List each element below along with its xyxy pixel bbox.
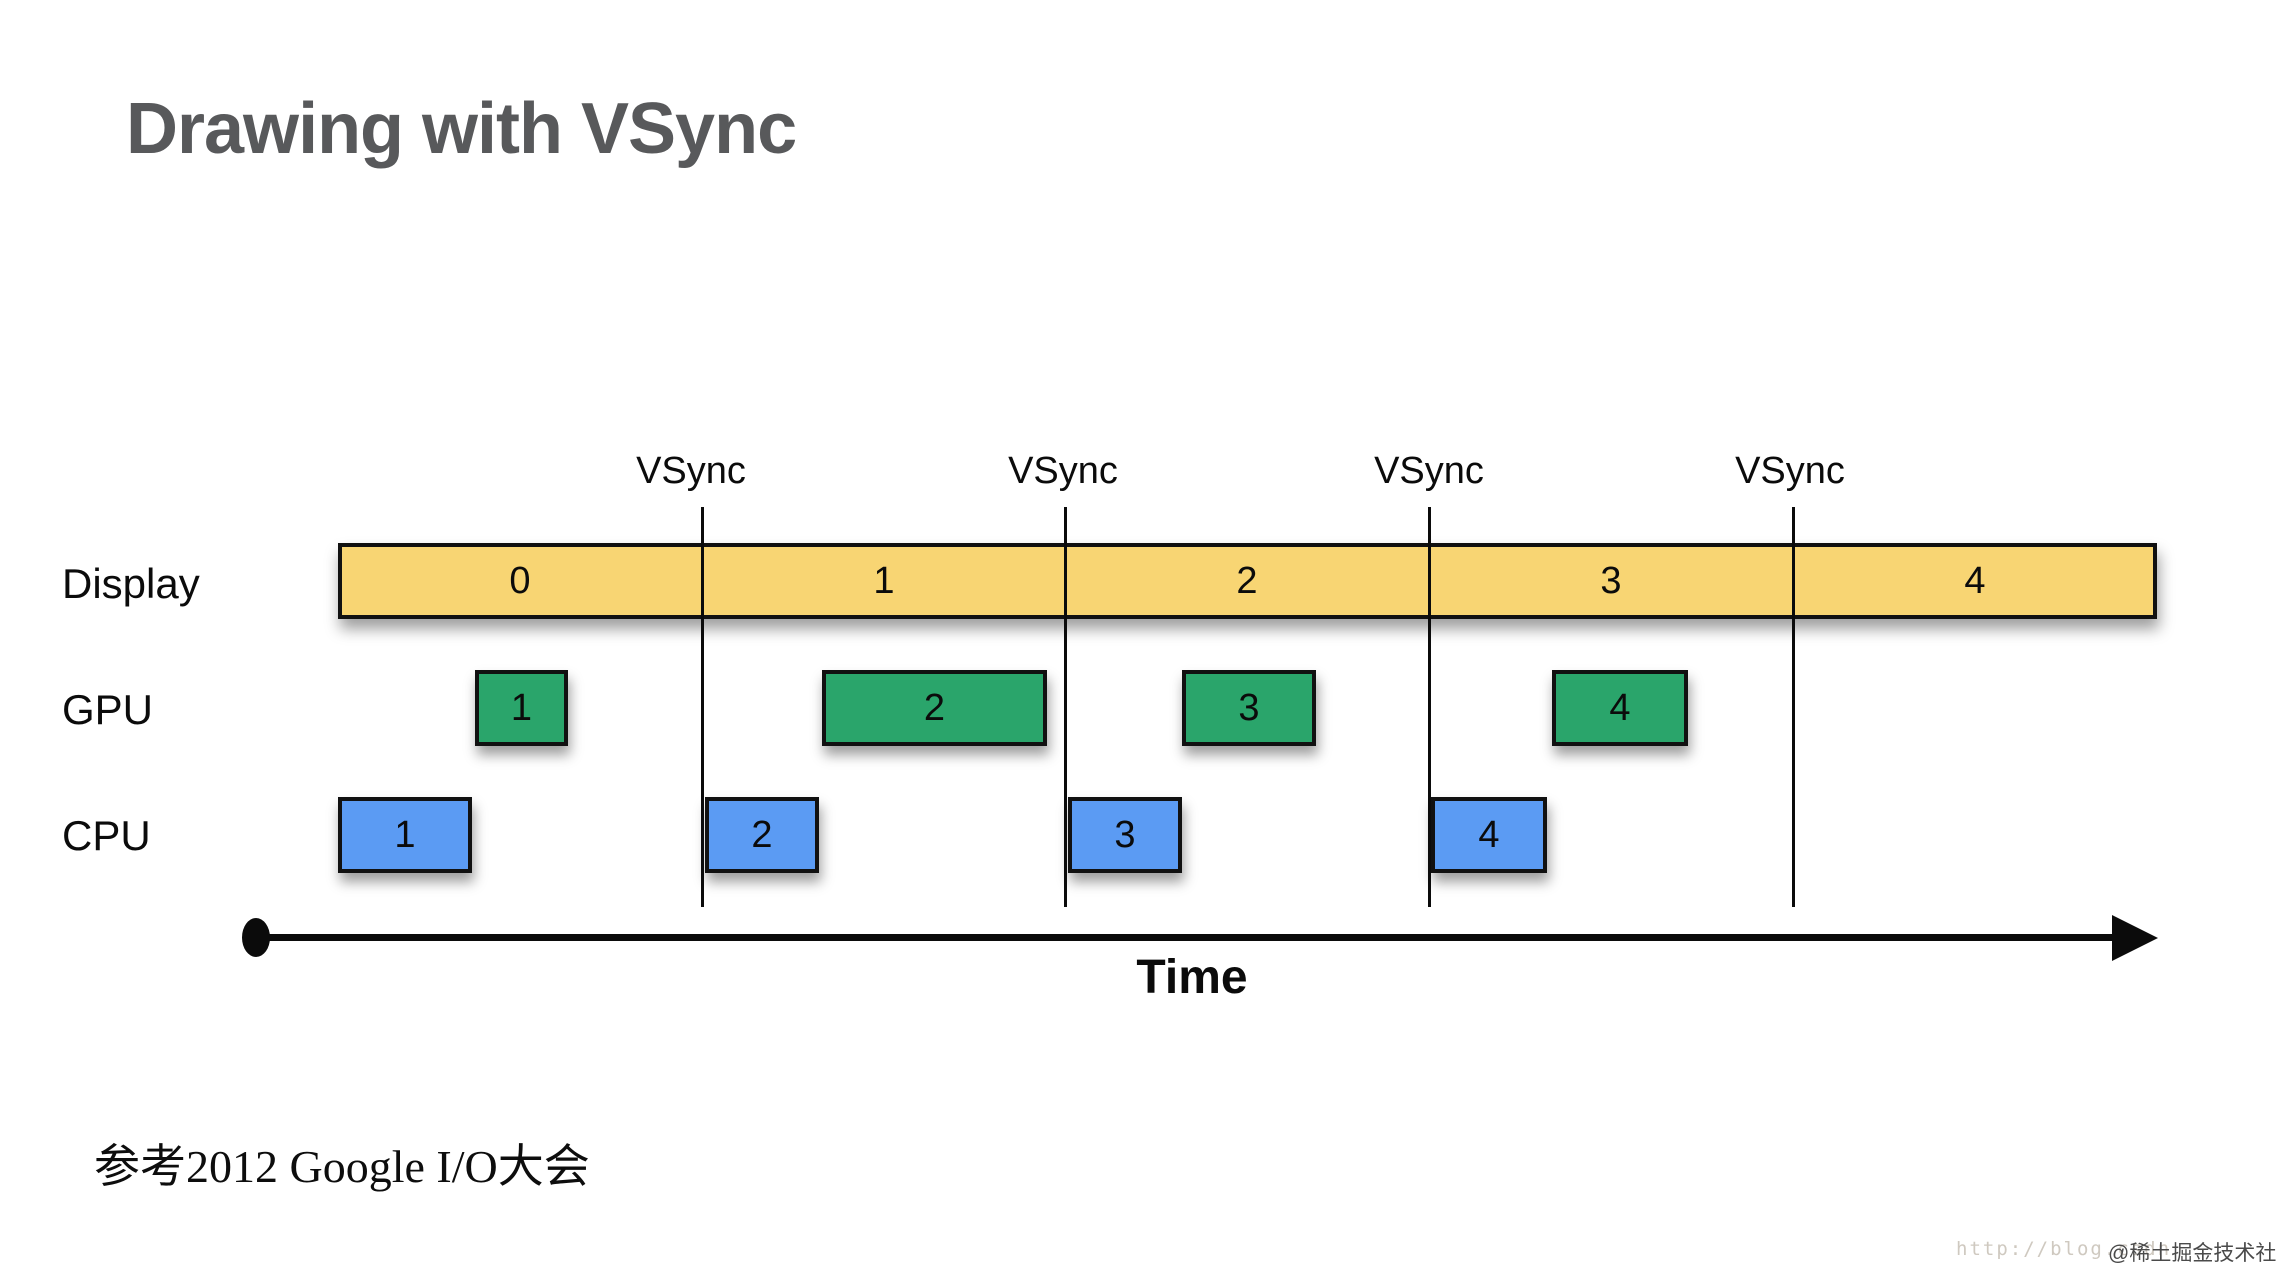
gpu-block-4: 4: [1552, 670, 1688, 746]
vsync-line-3: [1428, 507, 1431, 907]
vsync-label-1: VSync: [636, 450, 746, 492]
display-timeline-bar: [338, 543, 2157, 619]
display-frame-0: 0: [509, 560, 531, 602]
time-axis-arrowhead-icon: [2112, 915, 2158, 961]
gpu-row-label: GPU: [62, 686, 154, 733]
cpu-block-3: 3: [1068, 797, 1182, 873]
display-frame-2: 2: [1236, 560, 1258, 602]
display-frame-3: 3: [1600, 560, 1622, 602]
watermark-site: @稀土掘金技术社区: [2108, 1242, 2277, 1265]
slide-title: Drawing with VSync: [126, 89, 797, 169]
display-frame-4: 4: [1964, 560, 1986, 602]
cpu-block-4: 4: [1431, 797, 1547, 873]
cpu-block-2: 2: [705, 797, 819, 873]
gpu-block-3: 3: [1182, 670, 1316, 746]
vsync-label-4: VSync: [1735, 450, 1845, 492]
vsync-label-2: VSync: [1008, 450, 1118, 492]
cpu-row-label: CPU: [62, 812, 151, 859]
watermark-url: http://blog.csdn: [1956, 1238, 2172, 1260]
vsync-line-4: [1792, 507, 1795, 907]
gpu-block-2: 2: [822, 670, 1047, 746]
gpu-block-1: 1: [475, 670, 568, 746]
reference-note: 参考2012 Google I/O大会: [94, 1141, 590, 1192]
vsync-line-1: [701, 507, 704, 907]
time-axis-label: Time: [1136, 951, 1248, 1004]
display-frame-1: 1: [873, 560, 895, 602]
cpu-block-1: 1: [338, 797, 472, 873]
vsync-line-2: [1064, 507, 1067, 907]
display-row-label: Display: [62, 560, 200, 607]
vsync-label-3: VSync: [1374, 450, 1484, 492]
time-axis-line: [255, 934, 2115, 941]
